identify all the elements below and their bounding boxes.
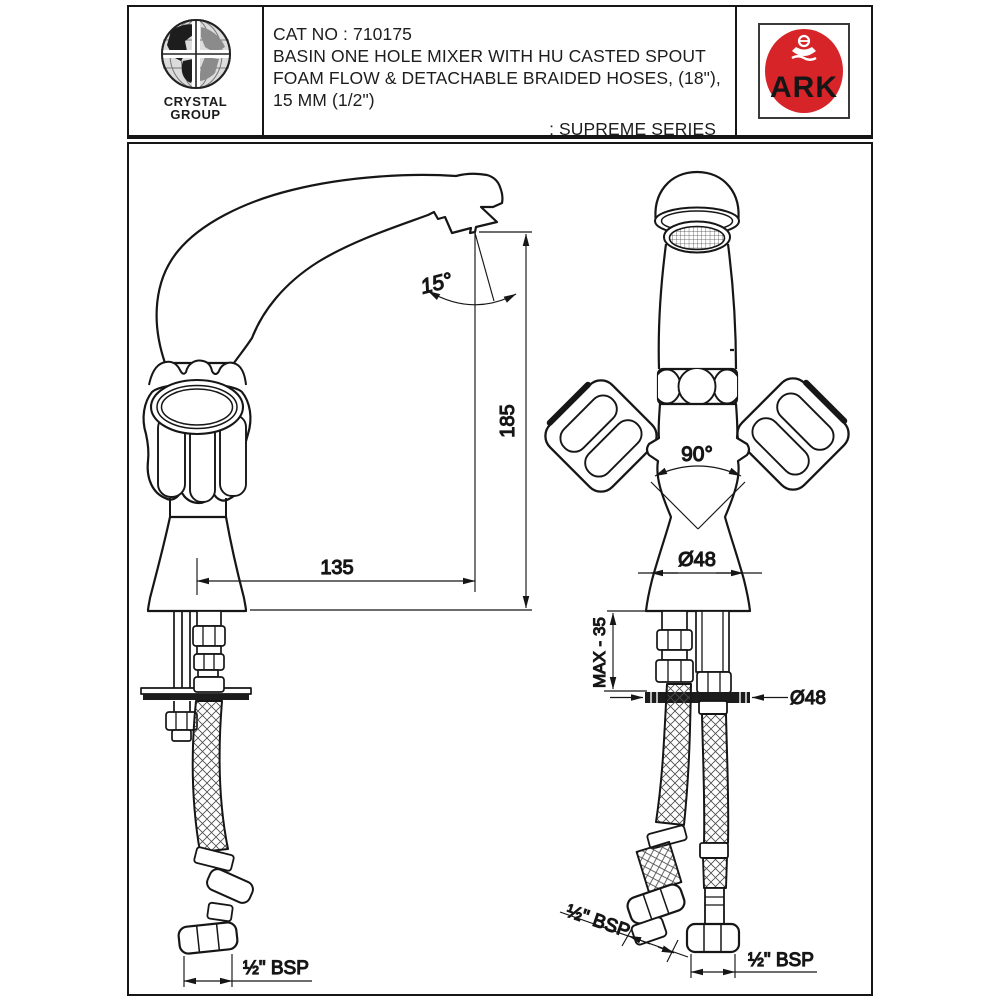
description-line: FOAM FLOW & DETACHABLE BRAIDED HOSES, (1… xyxy=(273,68,721,88)
description-line: BASIN ONE HOLE MIXER WITH HU CASTED SPOU… xyxy=(273,46,706,66)
logo-company-line1: CRYSTAL xyxy=(163,94,228,109)
ark-logo: ARK xyxy=(758,23,850,119)
logo-company-line2: GROUP xyxy=(170,107,221,122)
series-label: : SUPREME SERIES xyxy=(549,119,716,139)
title-block: CRYSTAL GROUP CAT NO : 710175 BASIN ONE … xyxy=(127,5,873,139)
product-description: CAT NO : 710175 BASIN ONE HOLE MIXER WIT… xyxy=(264,7,735,139)
catalogue-number: CAT NO : 710175 xyxy=(273,24,412,44)
ark-brand-icon: ARK xyxy=(765,29,843,113)
drawing-sheet xyxy=(127,142,873,996)
ark-brand-text: ARK xyxy=(770,71,838,104)
description-line: 15 MM (1/2") xyxy=(273,90,375,110)
brand-cell: ARK xyxy=(735,7,871,135)
crystal-group-logo: CRYSTAL GROUP xyxy=(129,7,264,135)
globe-icon xyxy=(160,19,231,89)
